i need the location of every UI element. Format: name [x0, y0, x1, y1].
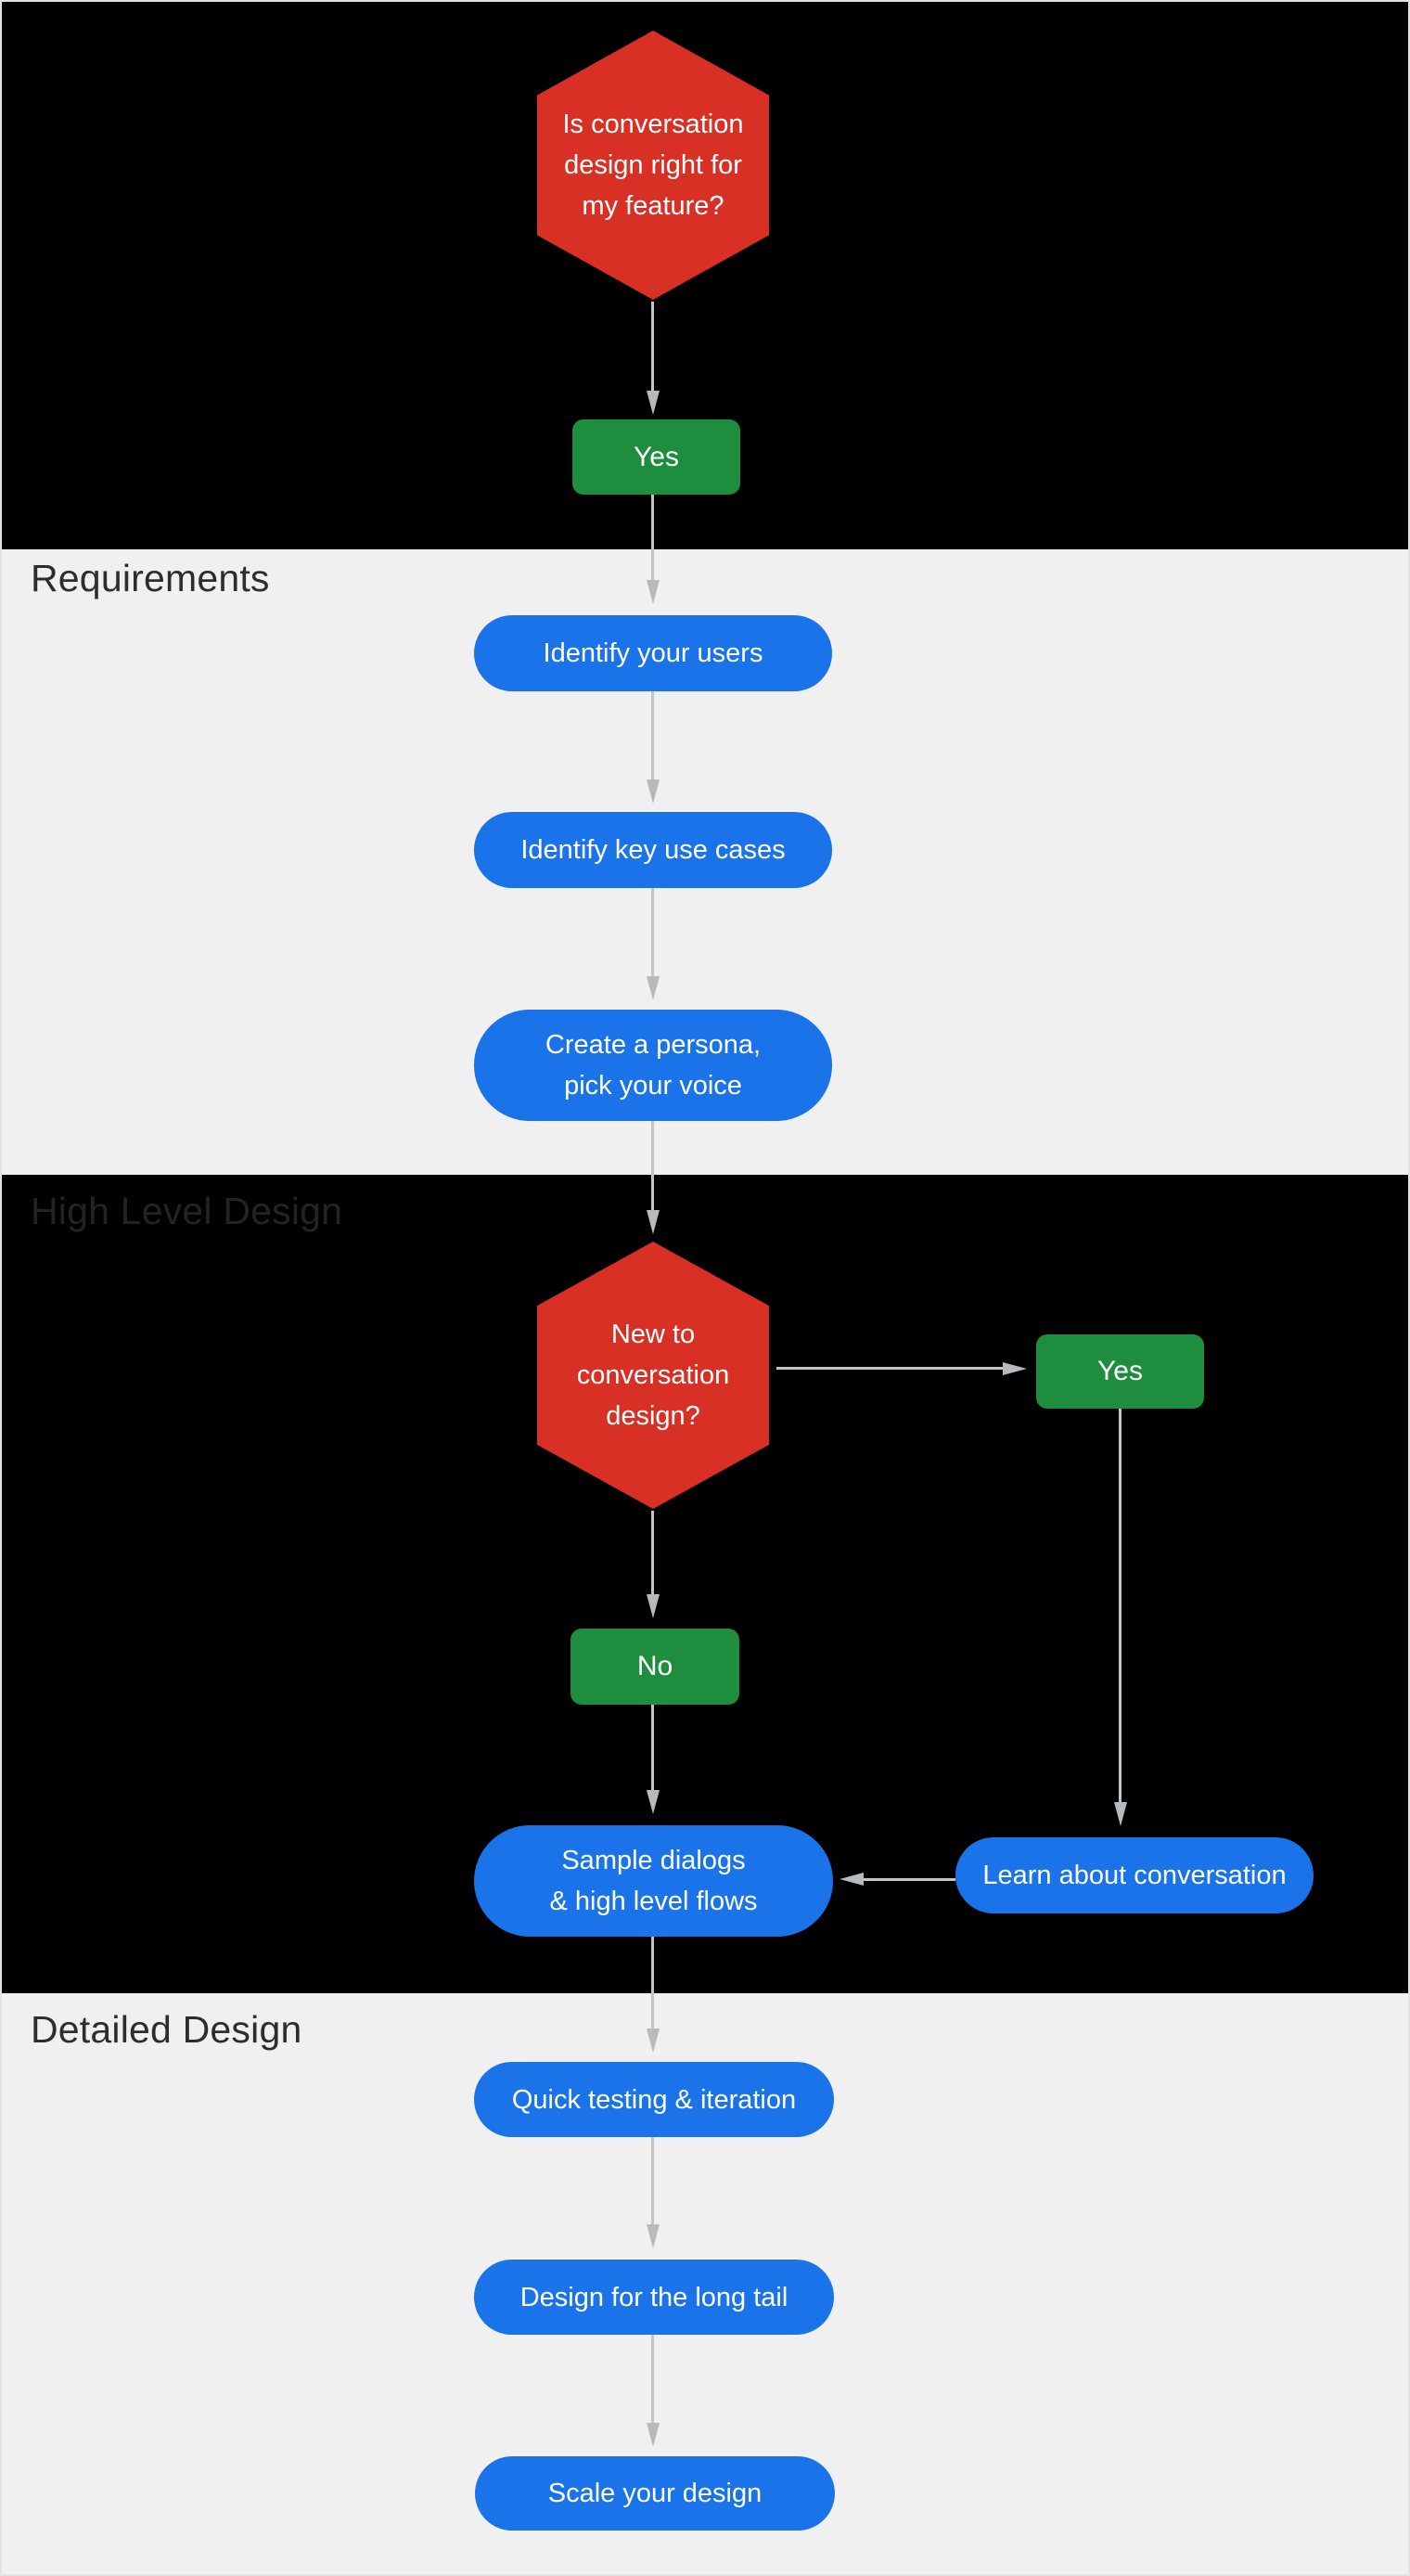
connector-line [864, 1878, 955, 1881]
arrowhead-down-icon [647, 779, 660, 804]
connector-line [651, 1121, 654, 1210]
arrowhead-down-icon [647, 2224, 660, 2248]
connector-line [651, 2137, 654, 2224]
decision-is-conversation-design-right: Is conversation design right for my feat… [537, 31, 769, 300]
step-create-persona-pick-voice: Create a persona, pick your voice [474, 1010, 832, 1121]
connector-line [651, 302, 654, 391]
step-sample-dialogs-high-level-flows: Sample dialogs & high level flows [474, 1825, 833, 1937]
arrowhead-down-icon [647, 1210, 660, 1234]
section-label-requirements: Requirements [31, 557, 270, 599]
connector-line [651, 1937, 654, 2029]
arrowhead-down-icon [647, 1594, 660, 1618]
connector-line [651, 888, 654, 976]
connector-line [651, 1705, 654, 1790]
arrowhead-down-icon [647, 1790, 660, 1814]
step-quick-testing-iteration: Quick testing & iteration [474, 2062, 834, 2137]
arrowhead-down-icon [647, 2029, 660, 2053]
answer-yes-new: Yes [1036, 1334, 1204, 1409]
connector-line [651, 2335, 654, 2423]
connector-line [651, 495, 654, 580]
step-learn-about-conversation: Learn about conversation [955, 1837, 1314, 1913]
section-label-high-level-design: High Level Design [31, 1190, 343, 1232]
step-identify-key-use-cases: Identify key use cases [474, 812, 832, 888]
arrowhead-down-icon [647, 391, 660, 415]
connector-line [651, 1511, 654, 1594]
arrowhead-down-icon [1114, 1802, 1127, 1826]
connector-line [776, 1367, 1003, 1370]
arrowhead-down-icon [647, 976, 660, 1000]
arrowhead-down-icon [647, 580, 660, 604]
step-scale-your-design: Scale your design [475, 2456, 835, 2531]
step-design-for-long-tail: Design for the long tail [474, 2260, 834, 2335]
arrowhead-down-icon [647, 2423, 660, 2447]
connector-line [651, 691, 654, 779]
connector-line [1119, 1409, 1122, 1802]
step-identify-your-users: Identify your users [474, 615, 832, 691]
arrowhead-right-icon [1003, 1362, 1027, 1375]
answer-no-new: No [570, 1629, 739, 1705]
arrowhead-left-icon [840, 1873, 864, 1886]
decision-new-to-conversation-design: New to conversation design? [537, 1242, 769, 1509]
section-label-detailed-design: Detailed Design [31, 2008, 302, 2051]
answer-yes-start: Yes [572, 419, 740, 495]
